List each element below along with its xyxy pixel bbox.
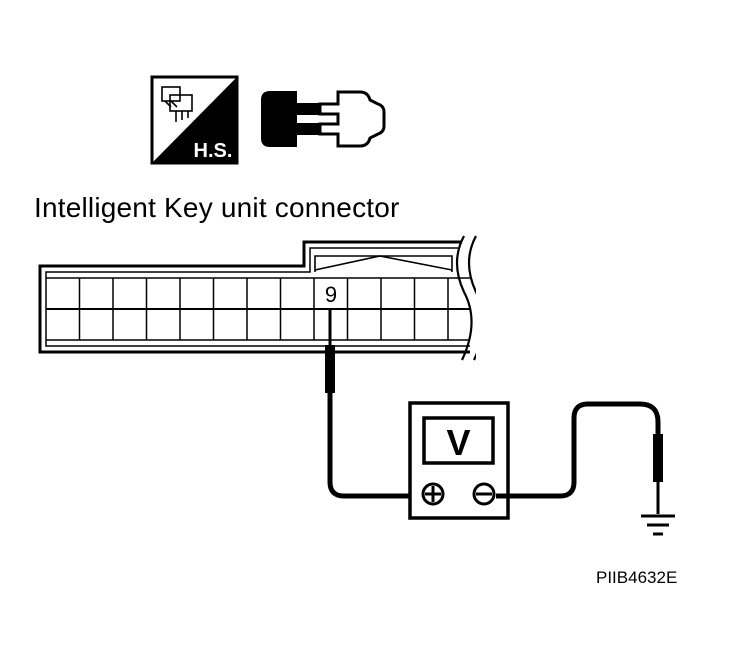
ground-icon bbox=[641, 514, 675, 536]
figure-code: PIIB4632E bbox=[596, 568, 678, 587]
connector-icon bbox=[261, 90, 386, 148]
voltmeter: V bbox=[408, 401, 510, 520]
hs-icon-label: H.S. bbox=[194, 140, 233, 162]
break-mask bbox=[476, 262, 516, 362]
positive-terminal bbox=[421, 482, 445, 506]
negative-terminal bbox=[472, 482, 496, 506]
diagram-title: Intelligent Key unit connector bbox=[34, 192, 400, 223]
terminal-label-bg bbox=[318, 282, 344, 306]
terminal-9-label: 9 bbox=[325, 282, 337, 307]
connector-cavities bbox=[78, 278, 449, 340]
harness-side-icon: H.S. bbox=[150, 75, 239, 165]
meter-symbol: V bbox=[446, 422, 470, 463]
connector-body bbox=[38, 240, 470, 354]
negative-probe bbox=[496, 401, 663, 514]
positive-probe bbox=[325, 308, 420, 499]
